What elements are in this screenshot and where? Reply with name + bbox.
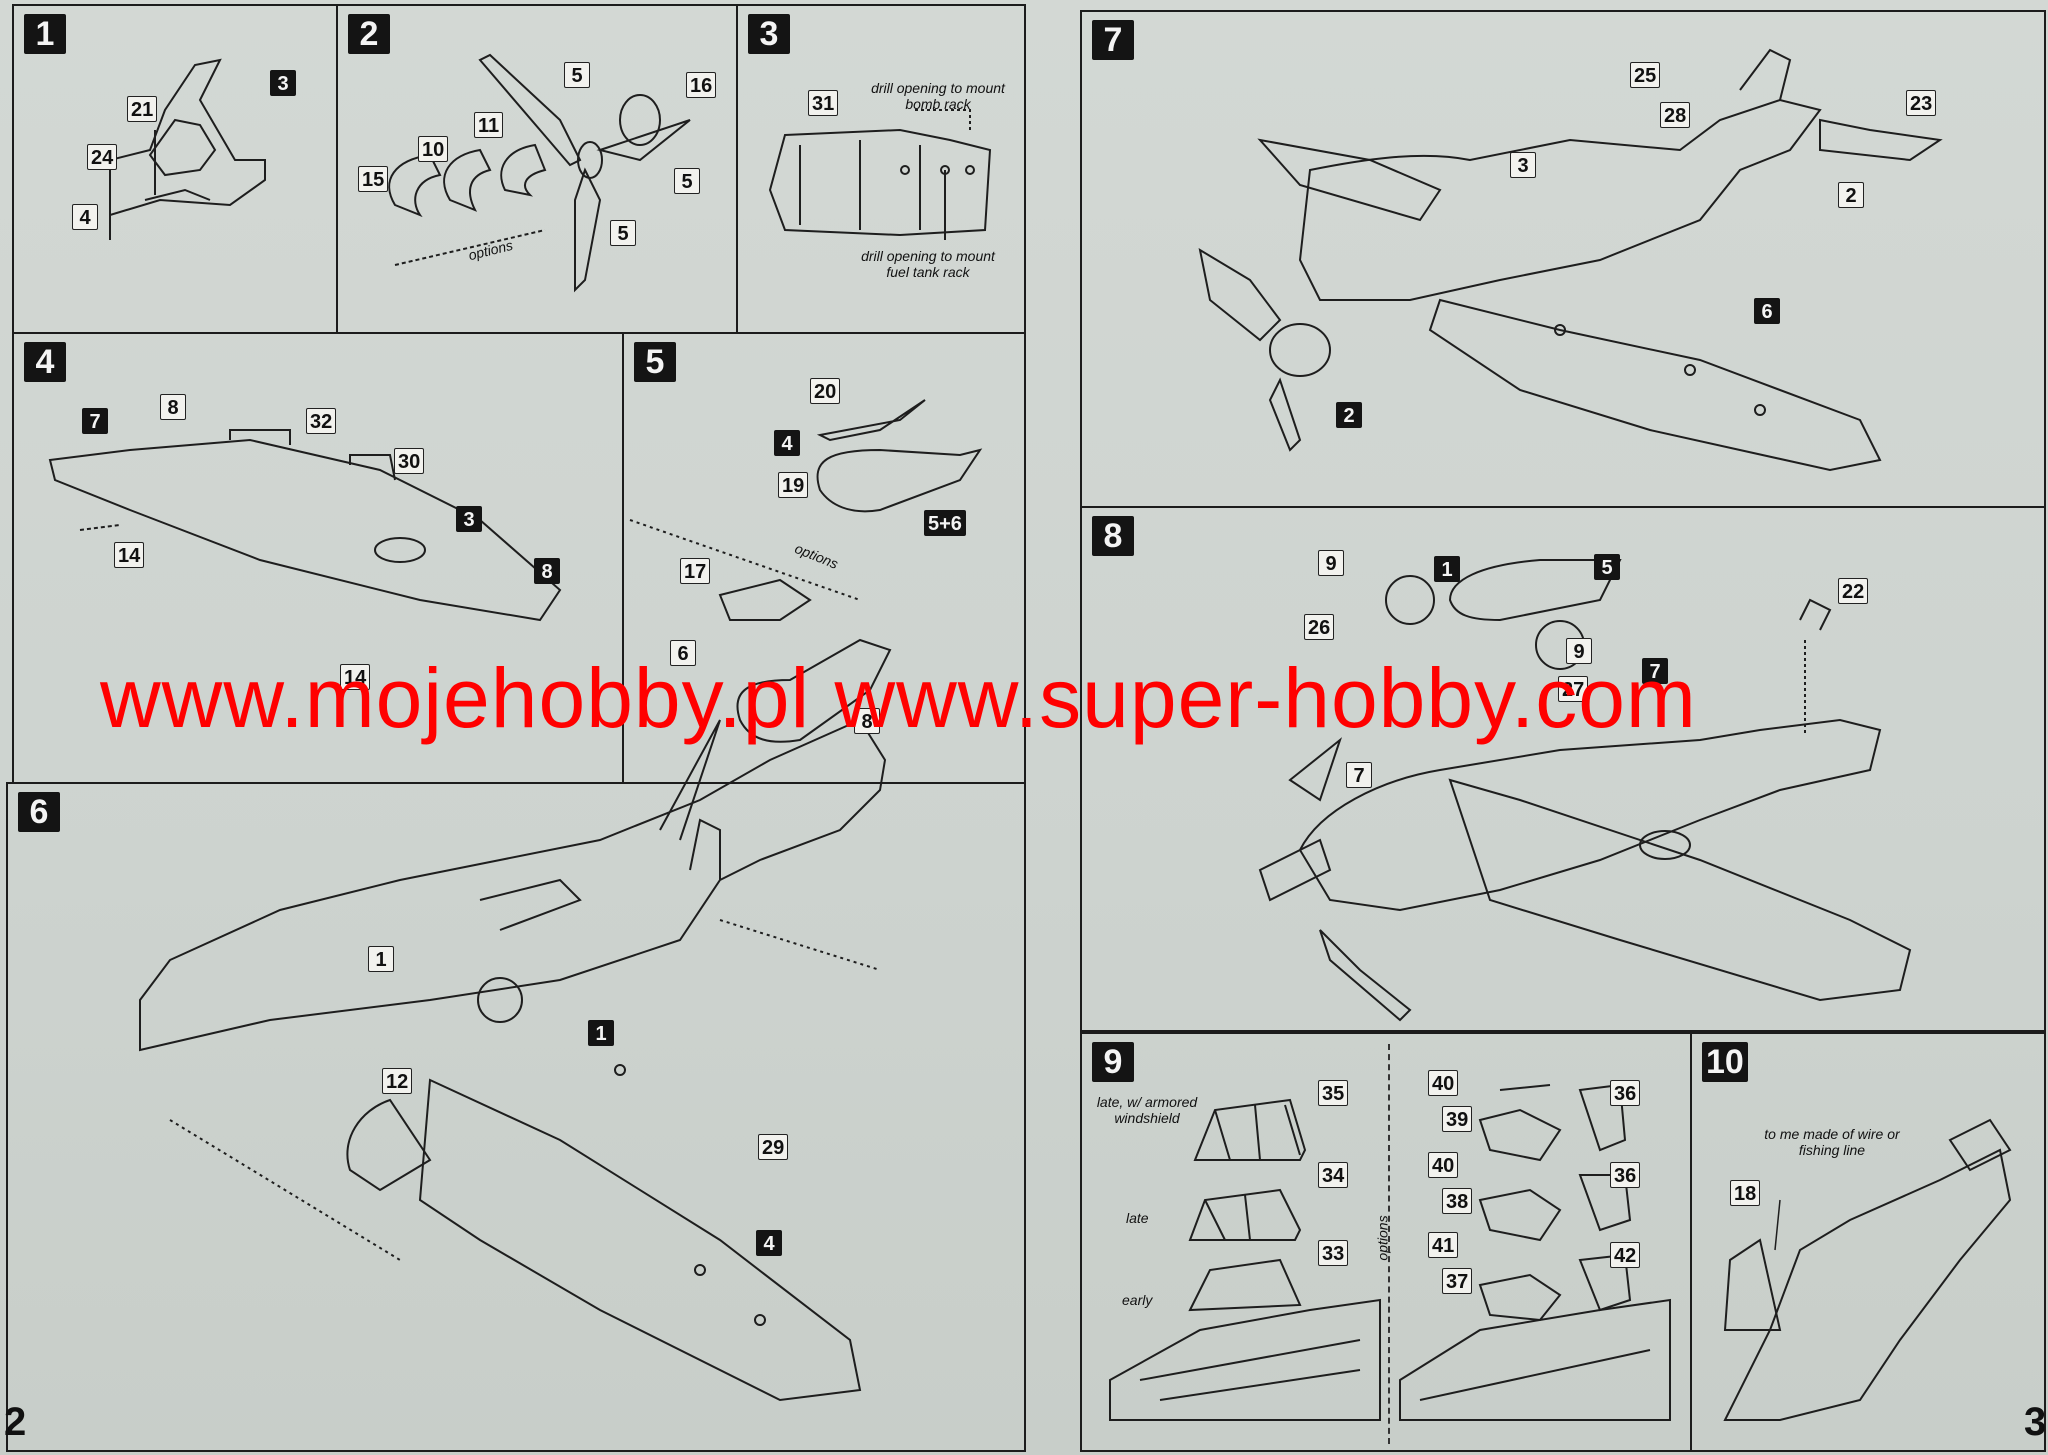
part-callout: 3 — [456, 506, 482, 532]
part-callout: 9 — [1318, 550, 1344, 576]
part-callout: 1 — [368, 946, 394, 972]
step-panel-6: 6 1 1 12 29 4 — [6, 782, 1026, 1452]
part-callout: 5 — [1594, 554, 1620, 580]
step-panel-7: 7 25 28 23 3 2 6 2 — [1080, 10, 2046, 508]
part-callout: 6 — [670, 640, 696, 666]
part-callout: 27 — [1558, 676, 1589, 702]
part-callout: 33 — [1318, 1240, 1349, 1266]
step-number: 1 — [24, 14, 66, 54]
part-callout: 22 — [1838, 578, 1869, 604]
part-callout: 17 — [680, 558, 711, 584]
part-callout: 28 — [1660, 102, 1691, 128]
step-panel-3: 3 31 drill opening to mount bomb rack dr… — [736, 4, 1026, 334]
part-callout: 4 — [774, 430, 800, 456]
part-callout: 4 — [756, 1230, 782, 1256]
part-callout: 1 — [588, 1020, 614, 1046]
part-callout: 16 — [686, 72, 717, 98]
part-callout: 1 — [1434, 556, 1460, 582]
step-panel-8: 8 9 1 5 22 26 9 7 27 7 — [1080, 506, 2046, 1032]
step-number: 7 — [1092, 20, 1134, 60]
part-callout: 23 — [1906, 90, 1937, 116]
step-number: 8 — [1092, 516, 1134, 556]
part-callout: 15 — [358, 166, 389, 192]
part-callout: 3 — [1510, 152, 1536, 178]
part-callout: 20 — [810, 378, 841, 404]
part-callout: 26 — [1304, 614, 1335, 640]
step-number: 4 — [24, 342, 66, 382]
part-callout: 5 — [610, 220, 636, 246]
options-label: options — [466, 236, 515, 264]
step-panel-5: 5 20 4 19 5+6 17 6 8 options — [622, 332, 1026, 784]
part-callout: 8 — [854, 708, 880, 734]
part-callout: 8 — [534, 558, 560, 584]
step-number: 5 — [634, 342, 676, 382]
step-panel-9: 9 35 34 33 40 39 36 40 38 36 41 37 42 la… — [1080, 1032, 1692, 1452]
part-callout: 5 — [564, 62, 590, 88]
part-callout: 7 — [82, 408, 108, 434]
part-callout: 37 — [1442, 1268, 1473, 1294]
options-divider — [1388, 1044, 1390, 1444]
part-callout: 7 — [1642, 658, 1668, 684]
page-number-left: 2 — [4, 1400, 27, 1444]
part-callout: 12 — [382, 1068, 413, 1094]
canopy-label-late: late — [1126, 1210, 1149, 1226]
page-number-right: 3 — [2024, 1400, 2047, 1444]
part-callout: 24 — [87, 144, 118, 170]
drill-note-fuel-tank-rack: drill opening to mount fuel tank rack — [861, 248, 995, 280]
step-panel-10: 10 to me made of wire or fishing line 18 — [1690, 1032, 2046, 1452]
part-callout: 21 — [127, 96, 158, 122]
part-callout: 40 — [1428, 1152, 1459, 1178]
step-number: 2 — [348, 14, 390, 54]
step-number: 3 — [748, 14, 790, 54]
part-callout: 36 — [1610, 1080, 1641, 1106]
part-callout: 14 — [340, 664, 371, 690]
step-number: 10 — [1702, 1042, 1748, 1082]
part-callout: 30 — [394, 448, 425, 474]
part-callout: 29 — [758, 1134, 789, 1160]
part-callout: 5+6 — [924, 510, 966, 536]
options-label: options — [792, 540, 841, 572]
part-callout: 5 — [674, 168, 700, 194]
step-number: 6 — [18, 792, 60, 832]
part-callout: 36 — [1610, 1162, 1641, 1188]
part-callout: 19 — [778, 472, 809, 498]
part-callout: 18 — [1730, 1180, 1761, 1206]
part-callout: 38 — [1442, 1188, 1473, 1214]
part-callout: 39 — [1442, 1106, 1473, 1132]
canopy-label-early: early — [1122, 1292, 1153, 1308]
canopy-label-late-armored: late, w/ armored windshield — [1096, 1094, 1198, 1126]
part-callout: 41 — [1428, 1232, 1459, 1258]
part-callout: 7 — [1346, 762, 1372, 788]
part-callout: 14 — [114, 542, 145, 568]
part-callout: 25 — [1630, 62, 1661, 88]
part-callout: 11 — [474, 112, 504, 138]
part-callout: 42 — [1610, 1242, 1641, 1268]
wire-note: to me made of wire or fishing line — [1764, 1126, 1900, 1158]
part-callout: 3 — [270, 70, 296, 96]
part-callout: 32 — [306, 408, 337, 434]
step-panel-2: 2 5 16 11 10 15 5 5 options — [336, 4, 738, 334]
part-callout: 2 — [1838, 182, 1864, 208]
part-callout: 35 — [1318, 1080, 1349, 1106]
part-callout: 8 — [160, 394, 186, 420]
part-callout: 4 — [72, 204, 98, 230]
part-callout: 40 — [1428, 1070, 1459, 1096]
step-panel-1: 1 3 21 24 4 — [12, 4, 338, 334]
drill-note-bomb-rack: drill opening to mount bomb rack — [871, 80, 1005, 112]
step-number: 9 — [1092, 1042, 1134, 1082]
part-callout: 2 — [1336, 402, 1362, 428]
part-callout: 6 — [1754, 298, 1780, 324]
watermark-text: www.mojehobby.pl www.super-hobby.com — [100, 651, 1697, 745]
part-callout: 10 — [418, 136, 449, 162]
part-callout: 9 — [1566, 638, 1592, 664]
part-callout: 31 — [808, 90, 839, 116]
part-callout: 34 — [1318, 1162, 1349, 1188]
